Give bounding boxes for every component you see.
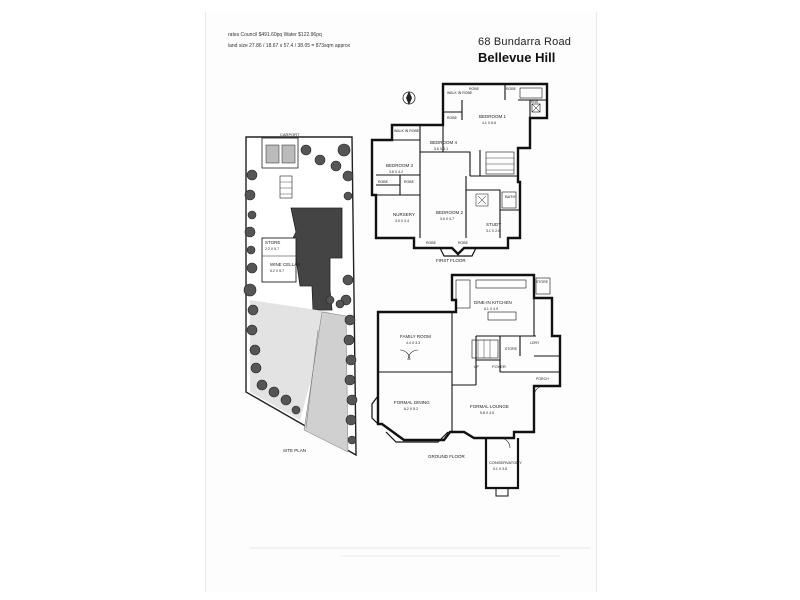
gf-store: STORE: [505, 347, 518, 351]
gf-kitchen-dims: 6.1 X 4.9: [484, 307, 498, 311]
ff-bedroom4-dims: 3.6 X 3.1: [434, 147, 448, 151]
ff-bedroom1: BEDROOM 1: [479, 114, 507, 119]
ff-robe-c: ROBE: [447, 116, 458, 120]
rates-text: rates Council $491.60pq Water $122.96pq: [228, 32, 322, 38]
ff-study: STUDY: [486, 222, 501, 227]
tree-icon: [243, 143, 358, 445]
gf-foyer: FOYER: [492, 364, 506, 369]
ff-robe-b: ROBE: [506, 87, 517, 91]
gf-lounge-dims: 5.8 X 4.5: [480, 411, 494, 415]
site-plan-caption: SITE PLAN: [283, 448, 306, 453]
gf-conservatory: CONSERVATORY: [489, 460, 522, 465]
ff-bedroom2: BEDROOM 2: [436, 210, 464, 215]
wine-cellar-label: WINE CELLAR: [270, 262, 301, 267]
gf-up: UP: [474, 365, 480, 369]
ff-nursery-dims: 3.0 X 3.4: [395, 219, 409, 223]
site-store-dims: 2.2 X 5.7: [265, 247, 279, 251]
address-title: 68 Bundarra Road: [478, 36, 572, 48]
ff-walk-in-robe: WALK IN ROBE: [394, 129, 420, 133]
ff-robe-e: ROBE: [404, 180, 415, 184]
ff-bedroom3-dims: 3.8 X 4.2: [389, 170, 403, 174]
gf-kitchen: DINE-IN KITCHEN: [474, 300, 512, 305]
ff-bedroom1-dims: 4.1 X 6.6: [482, 121, 496, 125]
suburb-title: Bellevue Hill: [478, 50, 556, 65]
steps: [279, 175, 293, 199]
ff-robe-g: ROBE: [458, 241, 469, 245]
gf-store-top: STORE: [536, 280, 549, 284]
ff-ens: ENS: [531, 100, 539, 104]
gf-dining: FORMAL DINING: [394, 400, 430, 405]
ff-bedroom4: BEDROOM 4: [430, 140, 458, 145]
gf-family: FAMILY ROOM: [400, 334, 431, 339]
wine-cellar: [261, 237, 297, 283]
ff-bath: BATH: [505, 194, 515, 199]
site-store-label: STORE: [265, 240, 280, 245]
ff-nursery: NURSERY: [393, 212, 415, 217]
site-plan: [243, 136, 358, 457]
first-floor-plan: [370, 82, 549, 257]
gf-lounge: FORMAL LOUNGE: [470, 404, 509, 409]
ff-walk-in-robe-top: WALK IN ROBE: [447, 91, 473, 95]
first-floor-caption: FIRST FLOOR: [436, 258, 466, 263]
gf-porch: PORCH: [536, 377, 549, 381]
gf-conservatory-dims: 5.1 X 3.8: [493, 467, 507, 471]
ff-study-dims: 3.1 X 2.6: [486, 229, 500, 233]
car-icon: [265, 144, 280, 164]
land-size-text: land size 27.86 / 18.67 x 57.4 / 38.05 =…: [228, 43, 351, 49]
ff-robe-a: ROBE: [469, 87, 480, 91]
driveway: [303, 311, 349, 453]
compass-icon: [402, 91, 416, 105]
gf-dining-dims: 6.2 X 5.2: [404, 407, 418, 411]
ff-bedroom3: BEDROOM 3: [386, 163, 414, 168]
carport-label: CARPORT: [280, 132, 300, 137]
carport: [261, 137, 299, 169]
ff-bedroom2-dims: 3.6 X 4.7: [440, 217, 454, 221]
wine-cellar-dims: 5.2 X 5.7: [270, 269, 284, 273]
ground-floor-plan: [371, 273, 562, 497]
gf-ldry: LDRY: [530, 341, 540, 345]
ff-robe-d: ROBE: [378, 180, 389, 184]
car-icon: [281, 144, 296, 164]
gf-family-dims: 4.4 X 3.3: [406, 341, 420, 345]
ground-floor-caption: GROUND FLOOR: [428, 454, 466, 459]
ff-robe-f: ROBE: [426, 241, 437, 245]
